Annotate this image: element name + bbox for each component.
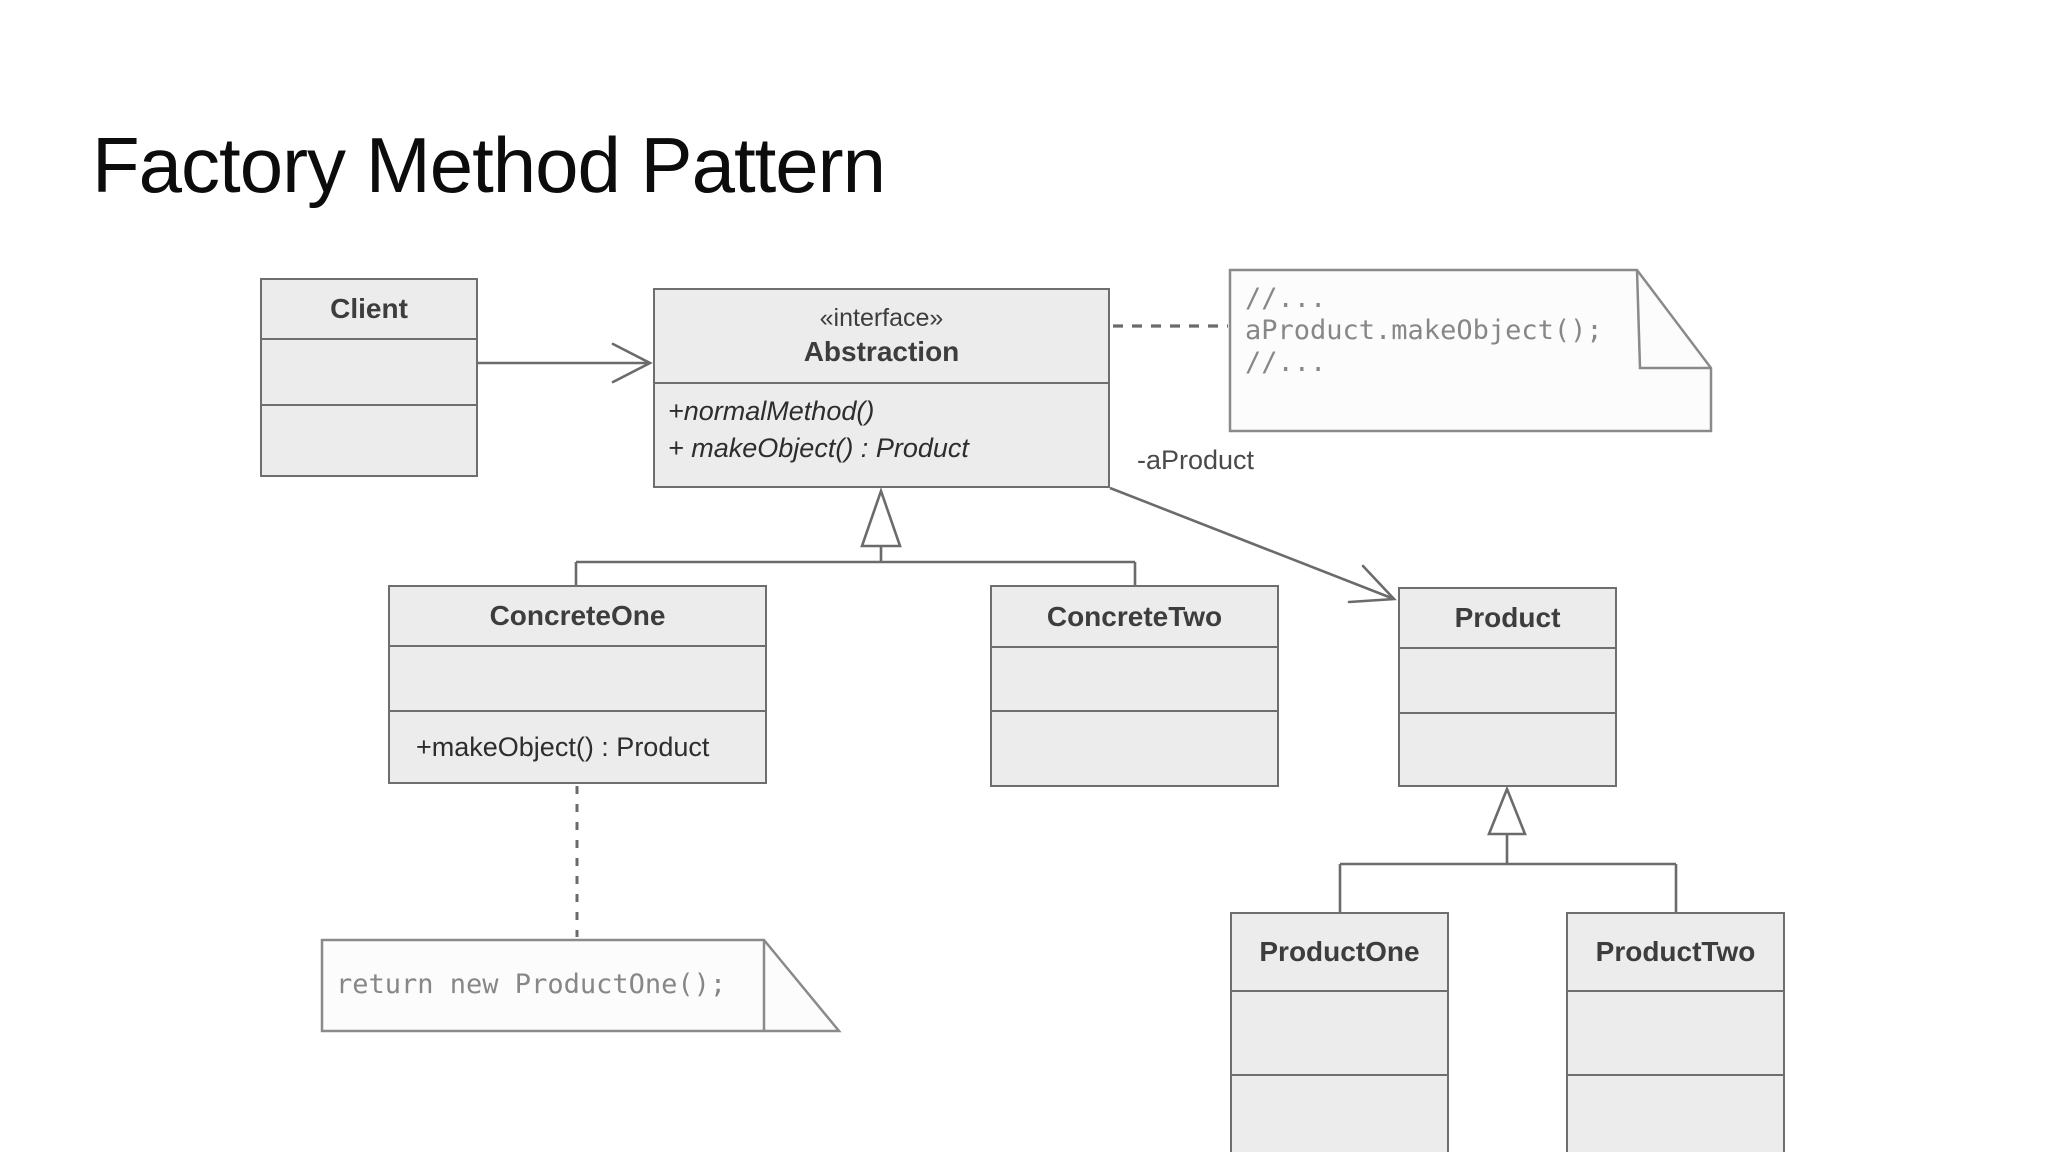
class-name: Abstraction (803, 336, 960, 367)
empty-compartment (1400, 647, 1615, 712)
empty-compartment (390, 645, 765, 710)
abstraction-to-product-line (1109, 486, 1395, 601)
class-box-concrete-two: ConcreteTwo (990, 585, 1279, 787)
product-generalization-triangle-icon (1487, 785, 1527, 836)
class-name: ConcreteOne (489, 600, 666, 631)
methods-compartment: +makeObject() : Product (390, 710, 765, 782)
abstraction-to-product-arrowhead-icon (1347, 564, 1397, 604)
class-box-product-one: ProductOne (1230, 912, 1449, 1152)
empty-compartment (992, 646, 1277, 710)
class-box-product-two: ProductTwo (1566, 912, 1785, 1152)
class-name: ProductOne (1259, 936, 1420, 967)
empty-compartment (992, 710, 1277, 785)
stereotype-label: «interface» (819, 304, 944, 332)
empty-compartment (262, 404, 476, 475)
class-name: ConcreteTwo (1046, 600, 1223, 632)
slide-title: Factory Method Pattern (92, 121, 886, 209)
client-to-abstraction-arrowhead-icon (611, 342, 653, 384)
note-shape-icon (1228, 268, 1713, 433)
method-label: +normalMethod() (668, 396, 875, 426)
empty-compartment (262, 338, 476, 404)
class-box-product: Product (1398, 587, 1617, 787)
class-box-client: Client (260, 278, 478, 477)
class-name: ProductTwo (1595, 936, 1756, 967)
abstraction-generalization-triangle-icon (860, 487, 902, 548)
class-header: Client (262, 280, 476, 338)
class-header: «interface» Abstraction (655, 290, 1108, 382)
note-return-code: return new ProductOne(); (320, 938, 842, 1033)
class-header: Product (1400, 589, 1615, 647)
empty-compartment (1232, 1074, 1447, 1152)
class-name: Product (1454, 602, 1561, 633)
association-role-label: -aProduct (1137, 445, 1255, 475)
note-shape-icon (320, 938, 842, 1033)
empty-compartment (1232, 990, 1447, 1074)
empty-compartment (1568, 1074, 1783, 1152)
class-box-abstraction: «interface» Abstraction +normalMethod() … (653, 288, 1110, 488)
method-label: +makeObject() : Product (416, 731, 710, 762)
class-header: ProductTwo (1568, 914, 1783, 990)
note-code-text: //... aProduct.makeObject(); //... (1245, 283, 1603, 378)
empty-compartment (1568, 990, 1783, 1074)
class-header: ProductOne (1232, 914, 1447, 990)
class-name: Client (330, 293, 408, 324)
note-code-text: return new ProductOne(); (336, 969, 727, 1000)
method-label: + makeObject() : Product (668, 433, 969, 463)
methods-compartment: +normalMethod() + makeObject() : Product (655, 382, 1108, 486)
note-call-code: //... aProduct.makeObject(); //... (1228, 268, 1713, 433)
class-header: ConcreteOne (390, 587, 765, 645)
class-header: ConcreteTwo (992, 587, 1277, 646)
class-box-concrete-one: ConcreteOne +makeObject() : Product (388, 585, 767, 784)
empty-compartment (1400, 712, 1615, 785)
